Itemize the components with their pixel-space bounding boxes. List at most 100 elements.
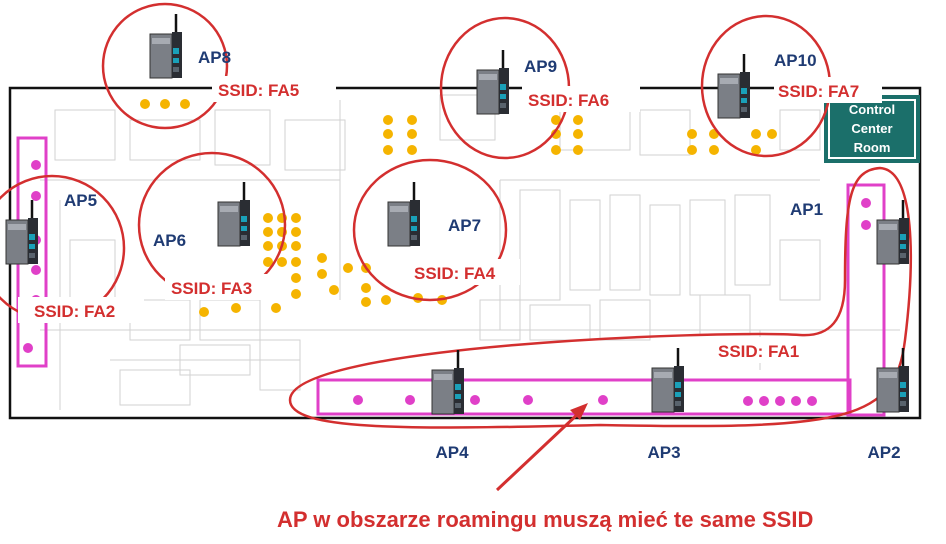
client-dot-yellow — [263, 227, 273, 237]
ap1-device — [875, 198, 911, 266]
coverage-ap7 — [352, 158, 508, 302]
client-dot-pink — [31, 191, 41, 201]
client-dot-pink — [523, 395, 533, 405]
roaming-path-bottom — [316, 378, 852, 416]
client-dot-pink — [31, 160, 41, 170]
client-dot-yellow — [383, 129, 393, 139]
ap-label-ap10: AP10 — [774, 51, 817, 70]
ap8-device — [148, 12, 184, 80]
client-dot-yellow — [343, 263, 353, 273]
client-dot-yellow — [573, 129, 583, 139]
client-dot-yellow — [383, 145, 393, 155]
client-dot-yellow — [407, 115, 417, 125]
client-dot-yellow — [709, 145, 719, 155]
ssid-label-fa6: SSID: FA6 — [528, 91, 609, 110]
client-dot-yellow — [263, 257, 273, 267]
client-dot-yellow — [551, 129, 561, 139]
ap-label-ap6: AP6 — [153, 231, 186, 250]
client-dot-yellow — [291, 289, 301, 299]
ssid-label-fa5: SSID: FA5 — [218, 81, 299, 100]
client-dot-yellow — [263, 241, 273, 251]
client-dot-yellow — [573, 115, 583, 125]
roaming-path-right — [846, 183, 886, 417]
client-dot-pink — [31, 265, 41, 275]
room-line-1: Control — [849, 102, 895, 117]
ap-label-ap9: AP9 — [524, 57, 557, 76]
ap-label-ap7: AP7 — [448, 216, 481, 235]
ssid-label-fa3: SSID: FA3 — [171, 279, 252, 298]
ap-label-ap2: AP2 — [867, 443, 900, 462]
ssid-label-fa2: SSID: FA2 — [34, 302, 115, 321]
client-dot-yellow — [573, 145, 583, 155]
client-dot-pink — [759, 396, 769, 406]
client-dot-yellow — [361, 283, 371, 293]
client-dot-pink — [861, 220, 871, 230]
client-dot-yellow — [231, 303, 241, 313]
client-dot-yellow — [767, 129, 777, 139]
ap10-device — [716, 52, 752, 120]
client-dot-yellow — [277, 257, 287, 267]
client-dot-yellow — [751, 145, 761, 155]
client-dot-yellow — [199, 307, 209, 317]
ap3-device — [650, 346, 686, 414]
ap2-device — [875, 346, 911, 414]
client-dot-yellow — [407, 145, 417, 155]
client-dot-yellow — [551, 115, 561, 125]
ap6-device — [216, 180, 252, 248]
client-dot-pink — [791, 396, 801, 406]
client-dot-pink — [470, 395, 480, 405]
client-dot-pink — [807, 396, 817, 406]
ap-labels: AP2 AP1 AP3 AP4 AP5 AP6 AP7 AP8 AP9 AP10 — [64, 48, 901, 462]
client-dot-pink — [743, 396, 753, 406]
ap4-device — [430, 348, 466, 416]
ssid-label-fa7: SSID: FA7 — [778, 82, 859, 101]
ap-label-ap8: AP8 — [198, 48, 231, 67]
client-dot-yellow — [180, 99, 190, 109]
coverage-ap8 — [101, 2, 229, 130]
client-dot-yellow — [291, 273, 301, 283]
ap9-device — [475, 48, 511, 116]
client-dot-yellow — [291, 241, 301, 251]
room-line-2: Center — [851, 121, 892, 136]
ap-label-ap1: AP1 — [790, 200, 823, 219]
client-dot-yellow — [687, 129, 697, 139]
client-dot-pink — [353, 395, 363, 405]
client-dot-yellow — [383, 115, 393, 125]
client-dot-yellow — [317, 253, 327, 263]
ssid-label-backgrounds — [18, 76, 882, 363]
ssid-label-fa1: SSID: FA1 — [718, 342, 799, 361]
client-dot-yellow — [271, 303, 281, 313]
client-dot-pink — [405, 395, 415, 405]
ssid-labels: SSID: FA1 SSID: FA2 SSID: FA3 SSID: FA4 … — [34, 81, 859, 361]
room-line-3: Room — [854, 140, 891, 155]
client-dot-pink — [23, 343, 33, 353]
client-dot-yellow — [329, 285, 339, 295]
client-dot-yellow — [407, 129, 417, 139]
caption-arrow — [495, 403, 588, 492]
client-dot-yellow — [291, 227, 301, 237]
ap7-device — [386, 180, 422, 248]
client-dot-pink — [598, 395, 608, 405]
client-dot-yellow — [140, 99, 150, 109]
client-dot-pink — [861, 198, 871, 208]
client-dot-yellow — [291, 257, 301, 267]
client-dot-pink — [775, 396, 785, 406]
client-dot-yellow — [291, 213, 301, 223]
client-dot-yellow — [381, 295, 391, 305]
client-dot-yellow — [160, 99, 170, 109]
client-dot-yellow — [751, 129, 761, 139]
control-center-room: Control Center Room — [824, 95, 920, 163]
client-dots-yellow — [140, 99, 777, 317]
client-dot-yellow — [361, 297, 371, 307]
ssid-label-fa4: SSID: FA4 — [414, 264, 496, 283]
ap-label-ap4: AP4 — [435, 443, 469, 462]
client-dot-yellow — [687, 145, 697, 155]
coverage-roaming-fa1 — [288, 166, 912, 429]
ap-label-ap3: AP3 — [647, 443, 680, 462]
caption: AP w obszarze roamingu muszą mieć te sam… — [277, 507, 813, 532]
ap-label-ap5: AP5 — [64, 191, 97, 210]
client-dot-yellow — [551, 145, 561, 155]
client-dot-yellow — [263, 213, 273, 223]
floor-plan — [8, 86, 922, 420]
